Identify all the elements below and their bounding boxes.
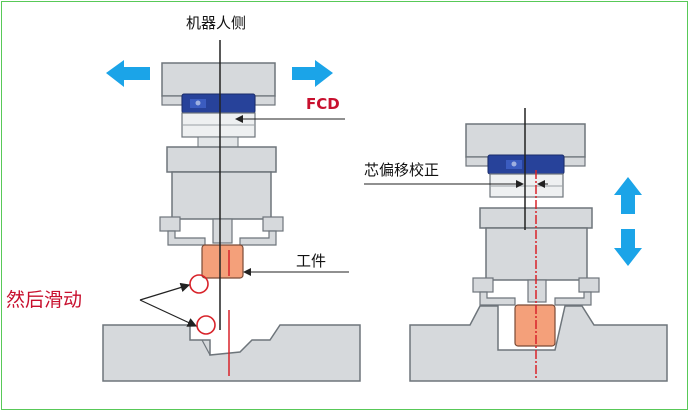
circle-marker-icon xyxy=(196,315,216,335)
circle-marker-icon xyxy=(189,274,209,294)
right-jaw xyxy=(479,291,516,306)
arrow-down-icon xyxy=(614,229,642,266)
right-assembly xyxy=(364,108,668,382)
left-gripper-body xyxy=(166,146,277,173)
left-robot-flange xyxy=(161,62,276,97)
robot-side-label: 机器人侧 xyxy=(186,14,247,32)
center-offset-correction-label: 芯偏移校正 xyxy=(364,161,440,179)
left-jaw xyxy=(167,230,206,246)
then-slide-label: 然后滑动 xyxy=(6,289,83,311)
right-fcd-coupling xyxy=(487,154,565,175)
left-assembly xyxy=(102,40,361,382)
arrow-right-icon xyxy=(292,60,333,87)
left-base-block xyxy=(102,324,361,382)
fcd-label: FCD xyxy=(306,95,340,113)
arrow-left-icon xyxy=(106,60,150,87)
right-workpiece xyxy=(514,304,556,347)
left-workpiece xyxy=(201,244,244,279)
right-base-block xyxy=(409,305,668,382)
arrow-up-icon xyxy=(614,177,642,214)
workpiece-label: 工件 xyxy=(296,252,327,270)
